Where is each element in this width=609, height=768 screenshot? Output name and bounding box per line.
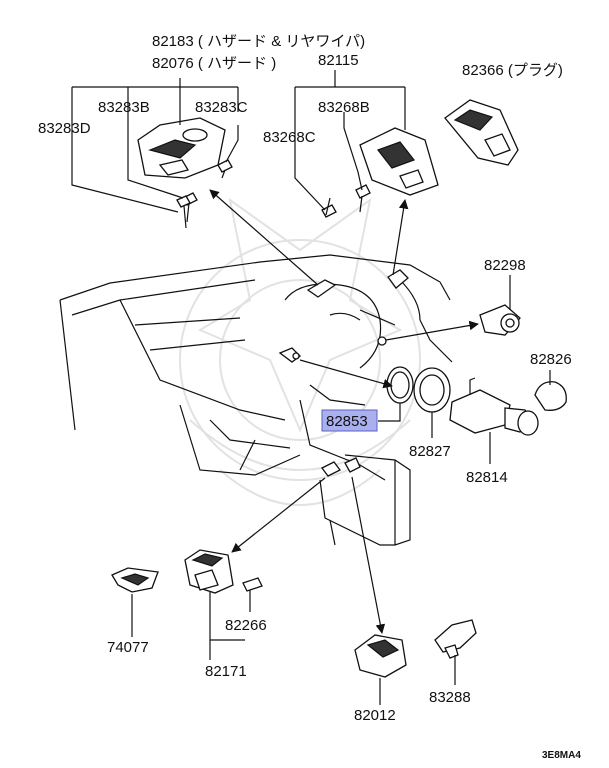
label-82171: 82171 xyxy=(205,663,247,680)
screw-83283c xyxy=(217,159,233,179)
part-82171 xyxy=(184,549,234,594)
dashboard-outline xyxy=(59,254,453,546)
label-82853: 82853 xyxy=(326,413,368,430)
label-74077: 74077 xyxy=(107,639,149,656)
plug-82366 xyxy=(444,99,519,166)
label-82115: 82115 xyxy=(318,52,359,69)
label-83268c: 83268C xyxy=(263,129,316,146)
diagram-code: 3E8MA4 xyxy=(542,750,581,761)
bezel-82827 xyxy=(413,367,451,413)
highlight-82853 xyxy=(321,409,378,432)
switch-82814 xyxy=(449,377,539,436)
screw-83283d xyxy=(176,195,191,229)
label-82366: 82366 (プラグ) xyxy=(462,62,563,79)
part-labels: 82183 ( ハザード & リヤワイパ) 82076 ( ハザード ) 832… xyxy=(38,33,581,761)
part-74077 xyxy=(111,567,159,593)
label-83283d: 83283D xyxy=(38,120,91,137)
label-82827: 82827 xyxy=(409,443,451,460)
label-82298: 82298 xyxy=(484,257,526,274)
knob-82826 xyxy=(534,381,567,411)
arrows xyxy=(209,189,479,634)
part-83288 xyxy=(434,619,477,659)
label-83283b: 83283B xyxy=(98,99,150,116)
label-83288: 83288 xyxy=(429,689,471,706)
screw-83268b xyxy=(355,184,371,213)
part-82012 xyxy=(354,634,407,678)
switch-82115-assembly xyxy=(359,127,439,196)
label-82183: 82183 ( ハザード & リヤワイパ) xyxy=(152,33,365,50)
screw-83268c xyxy=(321,197,337,218)
part-82298 xyxy=(479,304,521,336)
label-83283c: 83283C xyxy=(195,99,248,116)
ring-82853 xyxy=(386,366,414,404)
bulb-82266 xyxy=(242,577,263,592)
dash-console-fasteners xyxy=(321,457,361,477)
label-82012: 82012 xyxy=(354,707,396,724)
dash-switch-left xyxy=(306,279,337,298)
dash-bulb xyxy=(278,347,301,363)
label-82814: 82814 xyxy=(466,469,508,486)
label-82076: 82076 ( ハザード ) xyxy=(152,55,276,72)
label-82826: 82826 xyxy=(530,351,572,368)
leader-lines xyxy=(71,70,551,705)
hazard-switch-assembly xyxy=(137,117,226,179)
label-82266: 82266 xyxy=(225,617,267,634)
dash-socket xyxy=(377,336,387,346)
label-83268b: 83268B xyxy=(318,99,370,116)
